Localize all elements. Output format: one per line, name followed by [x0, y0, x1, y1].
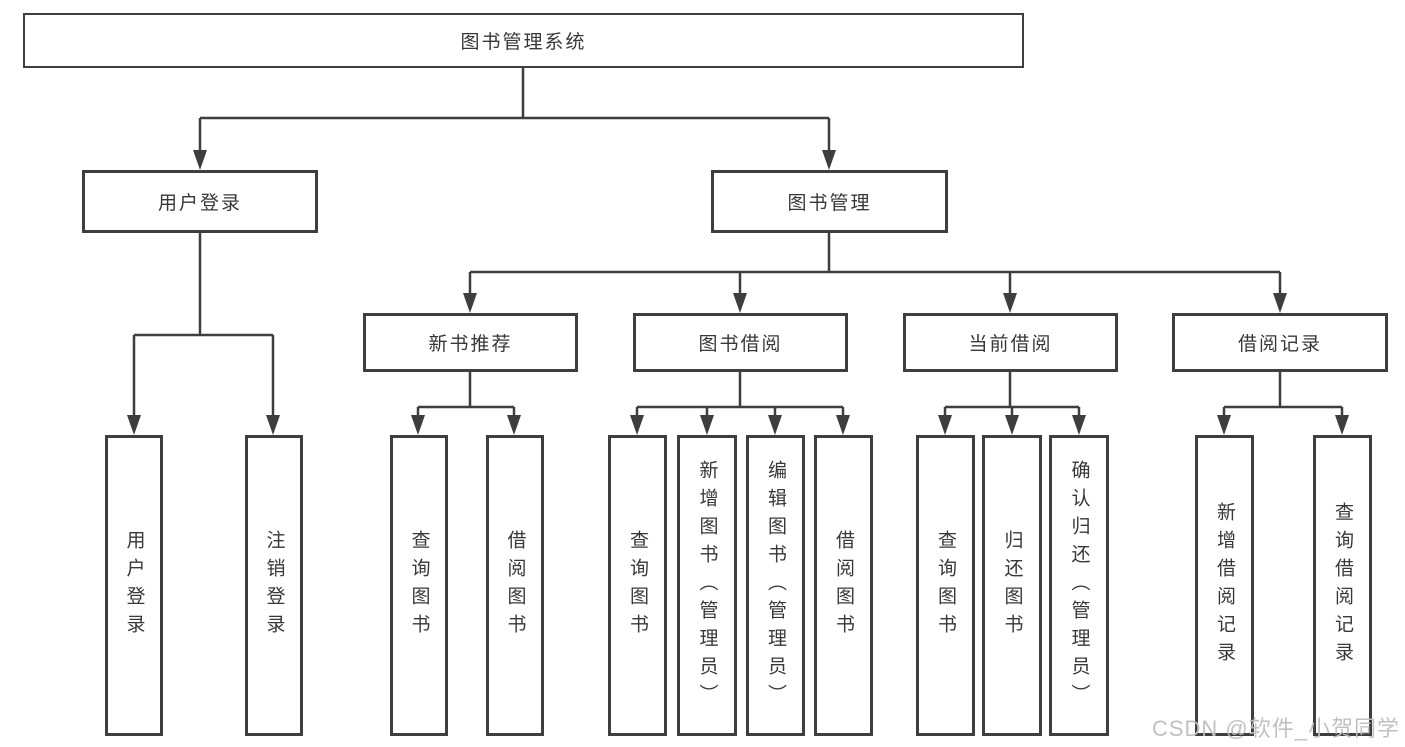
- leaf-edit-books-admin: 编辑图书（管理员）: [746, 435, 805, 736]
- leaf-add-borrow-record: 新增借阅记录: [1195, 435, 1254, 736]
- leaf-logout: 注销登录: [245, 435, 303, 736]
- node-user-login-label: 用户登录: [157, 193, 242, 214]
- node-book-borrowing-label: 图书借阅: [698, 334, 783, 355]
- leaf-borrow-books-recommend: 借阅图书: [486, 435, 544, 736]
- node-new-book-recommend: 新书推荐: [363, 313, 578, 372]
- node-user-login: 用户登录: [82, 170, 318, 233]
- leaf-confirm-return-admin: 确认归还（管理员）: [1049, 435, 1109, 736]
- leaf-query-borrow-record: 查询借阅记录: [1313, 435, 1372, 736]
- node-library-system: 图书管理系统: [23, 13, 1024, 68]
- leaf-query-books-borrow: 查询图书: [608, 435, 667, 736]
- node-book-management: 图书管理: [711, 170, 948, 233]
- node-borrow-records-label: 借阅记录: [1237, 334, 1322, 355]
- leaf-borrow-books: 借阅图书: [814, 435, 873, 736]
- node-new-book-recommend-label: 新书推荐: [428, 334, 513, 355]
- leaf-add-books-admin: 新增图书（管理员）: [677, 435, 737, 736]
- node-library-system-label: 图书管理系统: [460, 32, 587, 53]
- leaf-return-books: 归还图书: [982, 435, 1042, 736]
- node-current-borrowing-label: 当前借阅: [968, 334, 1053, 355]
- node-book-borrowing: 图书借阅: [633, 313, 848, 372]
- node-current-borrowing: 当前借阅: [903, 313, 1118, 372]
- csdn-watermark: CSDN @软件_小贺同学: [1151, 716, 1400, 741]
- leaf-query-books-current: 查询图书: [916, 435, 975, 736]
- node-book-management-label: 图书管理: [787, 193, 872, 214]
- leaf-query-books-recommend: 查询图书: [390, 435, 448, 736]
- leaf-user-login: 用户登录: [105, 435, 163, 736]
- node-borrow-records: 借阅记录: [1172, 313, 1388, 372]
- arrowheads: [127, 150, 1349, 435]
